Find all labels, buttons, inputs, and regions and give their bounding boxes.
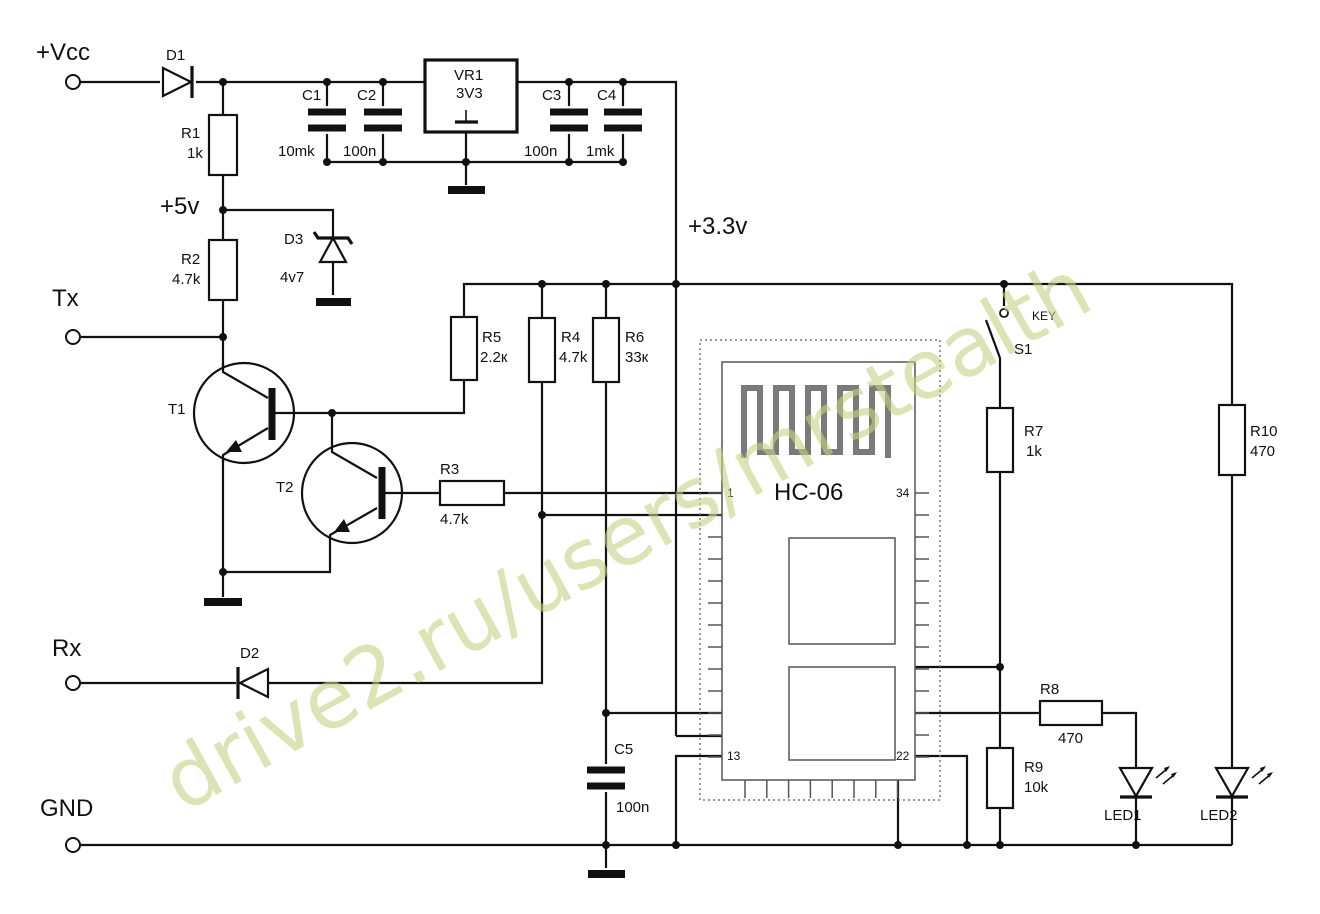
label-c3: C3: [542, 87, 561, 104]
module-name: HC-06: [774, 479, 843, 506]
label-r8-value: 470: [1058, 730, 1083, 747]
net-label-rx: Rx: [52, 635, 81, 662]
diode-d1: [161, 66, 194, 98]
label-c4-value: 1mk: [586, 143, 615, 160]
label-r4-value: 4.7k: [559, 349, 588, 366]
module-pin-22: 22: [896, 749, 910, 763]
zener-d3: [312, 231, 354, 264]
label-c5-value: 100n: [616, 799, 649, 816]
capacitor-c3: [550, 108, 588, 132]
label-r10: R10: [1250, 423, 1278, 440]
label-r9-value: 10k: [1024, 779, 1049, 796]
gnd-terminal: [65, 837, 81, 853]
label-r1: R1: [181, 125, 200, 142]
label-r6-value: 33к: [625, 349, 649, 366]
label-r9: R9: [1024, 759, 1043, 776]
led2: [1214, 766, 1273, 799]
label-c4: C4: [597, 87, 616, 104]
label-r3: R3: [440, 461, 459, 478]
label-c1-value: 10mk: [278, 143, 315, 160]
label-r4: R4: [561, 329, 580, 346]
label-r3-value: 4.7k: [440, 511, 469, 528]
label-r10-value: 470: [1250, 443, 1275, 460]
module-pins-bottom: [744, 780, 899, 798]
resistors: [207, 113, 1247, 810]
module-pin-34: 34: [896, 486, 910, 500]
resistor-r1: [207, 113, 239, 177]
terminals: [65, 74, 81, 853]
module-pin-13: 13: [727, 749, 741, 763]
regulator-vr1: [423, 58, 519, 134]
net-label-3v3: +3.3v: [688, 213, 747, 240]
wires: [80, 80, 1234, 868]
labels: +Vcc +5v +3.3v Tx Rx GND D1 D2 D3 4v7 R1…: [36, 39, 1278, 824]
module-pins-right: [915, 492, 929, 758]
label-s1: S1: [1014, 341, 1032, 358]
tx-terminal: [65, 329, 81, 345]
label-r5: R5: [482, 329, 501, 346]
label-r7: R7: [1024, 423, 1043, 440]
label-c5: C5: [614, 741, 633, 758]
transistor-t1: [192, 361, 332, 465]
led1: [1118, 766, 1177, 799]
label-d3-value: 4v7: [280, 269, 304, 286]
label-c2-value: 100n: [343, 143, 376, 160]
capacitor-c2: [364, 108, 402, 132]
net-label-tx: Tx: [52, 285, 79, 312]
label-r6: R6: [625, 329, 644, 346]
label-c1: C1: [302, 87, 321, 104]
module-pin-1: 1: [727, 486, 734, 500]
label-r5-value: 2.2к: [480, 349, 508, 366]
capacitor-c5: [587, 766, 625, 790]
hc06-module: [699, 339, 941, 801]
diode-d2: [236, 667, 270, 699]
label-r7-value: 1k: [1026, 443, 1042, 460]
label-led1: LED1: [1104, 807, 1142, 824]
ground-symbols: [204, 186, 625, 878]
vcc-terminal: [65, 74, 81, 90]
label-r2-value: 4.7k: [172, 271, 201, 288]
resistor-r4: [527, 316, 557, 384]
capacitors: [308, 108, 642, 790]
label-vr1: VR1: [454, 67, 483, 84]
module-pins-left: [708, 492, 722, 758]
net-label-vcc: +Vcc: [36, 39, 90, 66]
label-d3: D3: [284, 231, 303, 248]
label-vr1-value: 3V3: [456, 85, 483, 102]
transistor-t2: [300, 441, 404, 545]
switch-s1: [984, 308, 1009, 359]
capacitor-c4: [604, 108, 642, 132]
resistor-r6: [591, 316, 621, 384]
resistor-r3: [438, 479, 506, 507]
net-label-5v: +5v: [160, 193, 199, 220]
label-led2: LED2: [1200, 807, 1238, 824]
junctions: [219, 78, 1140, 849]
label-key: KEY: [1032, 309, 1056, 323]
resistor-r7: [985, 406, 1015, 474]
resistor-r10: [1217, 403, 1247, 477]
label-c2: C2: [357, 87, 376, 104]
label-d1: D1: [166, 47, 185, 64]
resistor-r9: [985, 746, 1015, 810]
resistor-r8: [1038, 699, 1104, 727]
label-r2: R2: [181, 251, 200, 268]
label-t1: T1: [168, 401, 186, 418]
resistor-r5: [449, 315, 479, 382]
label-r1-value: 1k: [187, 145, 203, 162]
label-r8: R8: [1040, 681, 1059, 698]
capacitor-c1: [308, 108, 346, 132]
label-c3-value: 100n: [524, 143, 557, 160]
rx-terminal: [65, 675, 81, 691]
resistor-r2: [207, 238, 239, 302]
label-d2: D2: [240, 645, 259, 662]
net-label-gnd: GND: [40, 795, 93, 822]
label-t2: T2: [276, 479, 294, 496]
